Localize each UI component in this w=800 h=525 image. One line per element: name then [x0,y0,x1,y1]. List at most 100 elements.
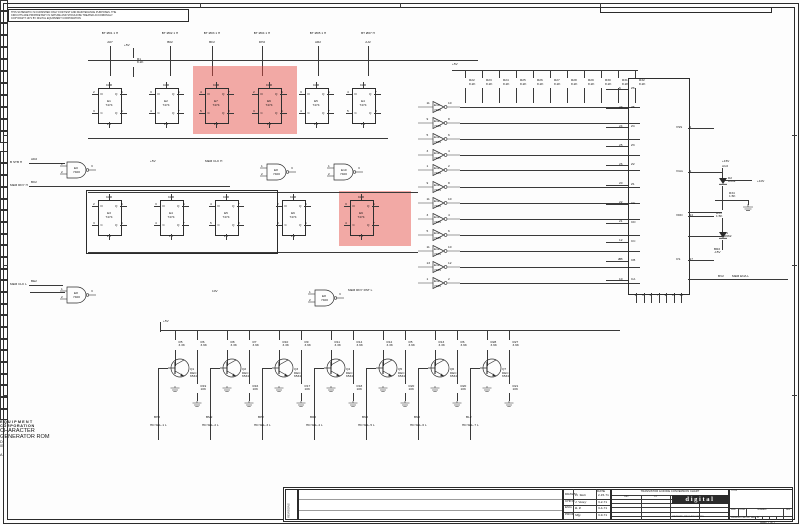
code-header: CODE [739,508,746,511]
rom-right-pin-name: VSS [676,125,683,129]
output-signal-label: HD SEL-1 L [150,423,167,427]
top-input-wire [170,46,171,76]
chip-pin-number: 8 [375,108,377,113]
supply-label-5v: +5V [124,43,130,47]
pullup-ref: R27 [554,78,560,82]
chip-lead-in [154,206,160,207]
notice-line: CIRCUITS ARE PROPRIETARY IN NATURE AND S… [11,14,114,18]
inverter-in-pin: 9 [426,116,429,121]
rom-left-pin-lead [606,260,628,262]
collector-resistor-ref: R12 [386,339,393,344]
chip-lead-pr [216,122,217,128]
output-pin-label: BN2 [362,415,369,419]
pullup-ref: R32 [639,78,645,82]
pullup-top-lead [465,70,466,78]
chip-pin-d: D [352,204,355,208]
drawing-title-block [729,489,793,520]
chip-pin-preset: PR [361,122,365,126]
rom-left-pin-number: 22 [619,200,623,205]
chip-pin-number: 2 [277,201,279,206]
transistor-type-line2: 6534 [190,373,197,378]
chip-ref: E4 [361,99,365,103]
flipflop-chip [160,200,184,236]
rom-right-pin-name: VGG [676,169,683,173]
transistor-output-drop [314,368,315,440]
emitter-resistor-value: 10K [460,387,467,391]
ground-symbol [222,386,232,392]
rom-left-pin-name: Z5 [631,105,635,110]
top-input-signal-label: BT Ø02 1 H [161,31,179,35]
pcb-divider [769,516,770,520]
emitter-lead [300,393,302,401]
left-input-signal-label: B STB H [10,160,23,164]
base-top-lead [404,330,406,340]
digital-logo: digital [672,495,728,504]
rom-left-pin-lead [606,241,628,243]
chip-lead-out [304,206,311,207]
chip-pin-preset: PR [164,122,168,126]
conversion-chart-row-rule [612,503,728,505]
chip-pin-number: 5 [347,108,349,113]
chip-lead-clk [252,113,258,114]
inverter-to-rom-wire [460,235,640,236]
chip-pin-number: 3 [345,201,347,206]
emitter-resistor-value: 10K [408,387,415,391]
chip-pin-d: D [207,92,210,96]
flipflop-chip [155,88,179,124]
proprietary-notice: THIS SCHEMATIC IS FURNISHED ONLY FOR TES… [8,9,189,23]
chip-pin-preset: PR [291,234,295,238]
company-equipment: EQUIPMENT [0,420,34,424]
chip-ref: E6 [267,99,271,103]
signature-col-rule [596,489,597,520]
base-lead [404,350,406,384]
inverter-type: 7405 [434,123,441,128]
chip-pin-number: 4 [300,108,302,113]
inverter-in-pin: 11 [426,196,430,201]
chip-type: 7474 [212,103,220,107]
transistor-base-input [418,368,428,369]
chip-type: 7474 [105,215,113,219]
inverter-type: 7405 [434,203,441,208]
signature-col-rule [573,489,574,520]
output-signal-label: HD SEL-3 L [254,423,271,427]
inverter-in-pin: 11 [426,244,430,249]
inverter-symbol [418,116,460,130]
transistor-output-drop [262,368,263,440]
chip-lead-clr [166,82,167,88]
rom-vgg-wire [688,212,722,213]
chip-pin-number: 3 [93,108,95,113]
rom-left-pin-lead [606,146,628,148]
rom-bottom-pin-number: 9 [664,293,667,297]
base-resistor-value: 3.9K [252,343,259,347]
rom-left-pin-number: 23 [619,104,623,109]
inverter-out-pin: 10 [448,196,452,201]
flipflop-chip [282,200,306,236]
rev-header: REV [786,508,791,511]
transistor-type-line1: DEC [242,370,249,375]
chip-lead-in [209,206,215,207]
chip-lead-clk [299,113,305,114]
base-lead [300,350,302,384]
rom-bottom-pin-number: 3 [642,293,644,297]
power-label: D662 [724,234,732,238]
chip-pin-number: 2 [93,201,95,206]
rom-bottom-pin-number: 11 [672,293,676,297]
chip-lead-out [177,94,184,95]
chip-pin-c: C [284,223,287,227]
number-header: NUMBER [757,508,767,511]
transistor-output-drop [158,368,159,440]
rom-bottom-pin-lead [666,293,667,302]
pullup-top-rail [452,70,638,71]
nand-gate-symbol [308,289,344,307]
transistor-ref: Q4 [346,367,351,371]
transistor-ref: Q7 [502,367,507,371]
collector-lead [382,350,384,366]
pcb-divider [762,516,763,520]
zener-diode-symbol [719,178,727,185]
signature-date-header: DATE [597,489,606,493]
chip-pin-qbar: Q [115,111,118,115]
chip-pin-number: 3 [150,89,152,94]
chip-pin-number: 5 [305,201,307,206]
pullup-top-lead [567,70,568,78]
rom-right-pin-lead [688,216,714,217]
